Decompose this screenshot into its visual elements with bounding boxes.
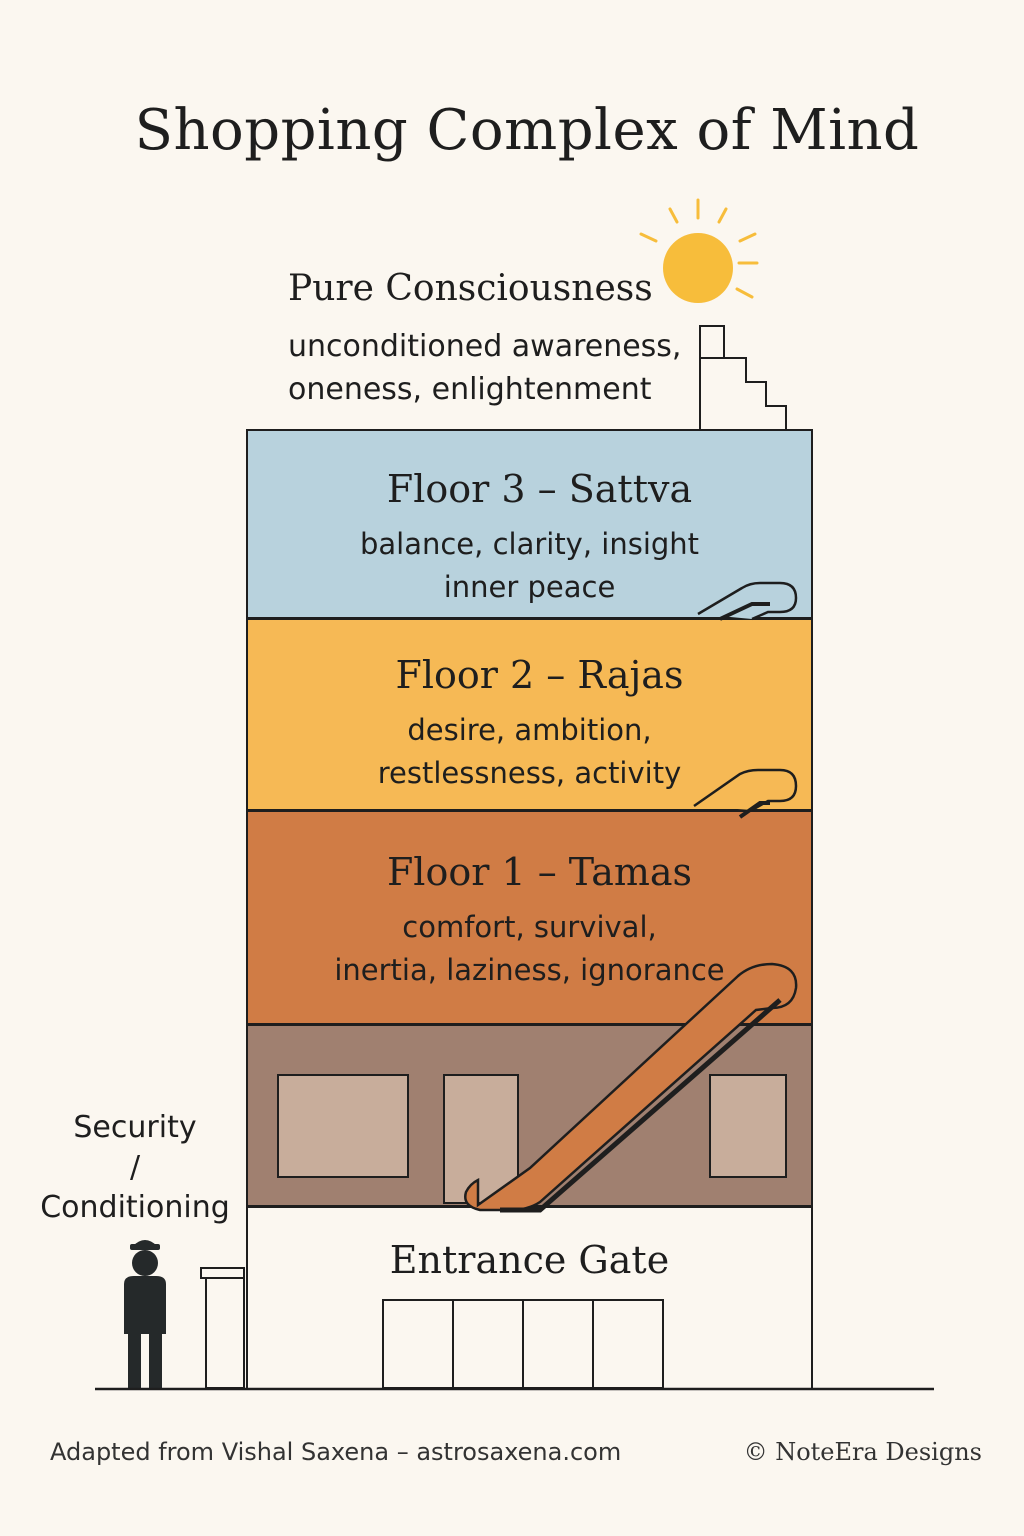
floor-3-line-2: inner peace: [443, 570, 616, 604]
entrance-floor: Entrance Gate: [246, 1206, 813, 1388]
floor-1-tamas: Floor 1 – Tamas comfort, survival, inert…: [246, 810, 813, 1025]
floor-1-title: Floor 1 – Tamas: [386, 850, 693, 894]
ground-window-right: [709, 1074, 787, 1178]
pure-consciousness-line-1: unconditioned awareness,: [288, 329, 682, 364]
floor-3-line-1: balance, clarity, insight: [359, 527, 700, 561]
floor-2-line-2: restlessness, activity: [377, 756, 682, 790]
ground-window-middle: [443, 1074, 519, 1204]
footer-copyright: © NoteEra Designs: [743, 1438, 982, 1466]
footer-credit: Adapted from Vishal Saxena – astrosaxena…: [50, 1438, 622, 1466]
guard-label-line-1: Security: [73, 1110, 197, 1145]
pure-consciousness-line-2: oneness, enlightenment: [288, 372, 652, 407]
floor-3-sattva: Floor 3 – Sattva balance, clarity, insig…: [246, 429, 813, 619]
pure-consciousness-label: Pure Consciousness unconditioned awarene…: [288, 268, 681, 411]
entrance-gate-label: Entrance Gate: [389, 1238, 670, 1282]
security-conditioning-label: Security / Conditioning: [20, 1108, 250, 1228]
staircase-icon: [699, 325, 787, 430]
floor-1-line-2: inertia, laziness, ignorance: [334, 953, 725, 987]
gate-post: [200, 1267, 245, 1389]
floor-2-title: Floor 2 – Rajas: [395, 653, 684, 697]
pure-consciousness-heading: Pure Consciousness: [288, 268, 653, 309]
floor-3-title: Floor 3 – Sattva: [386, 467, 693, 511]
guard-label-line-2: /: [129, 1150, 141, 1185]
ground-floor: [246, 1024, 813, 1207]
page-title: Shopping Complex of Mind: [134, 98, 920, 163]
ground-window-left: [277, 1074, 409, 1178]
floor-2-rajas: Floor 2 – Rajas desire, ambition, restle…: [246, 618, 813, 811]
floor-1-line-1: comfort, survival,: [402, 910, 657, 944]
security-guard-icon: [124, 1240, 166, 1388]
floor-2-line-1: desire, ambition,: [407, 713, 652, 747]
guard-label-line-3: Conditioning: [40, 1190, 230, 1225]
